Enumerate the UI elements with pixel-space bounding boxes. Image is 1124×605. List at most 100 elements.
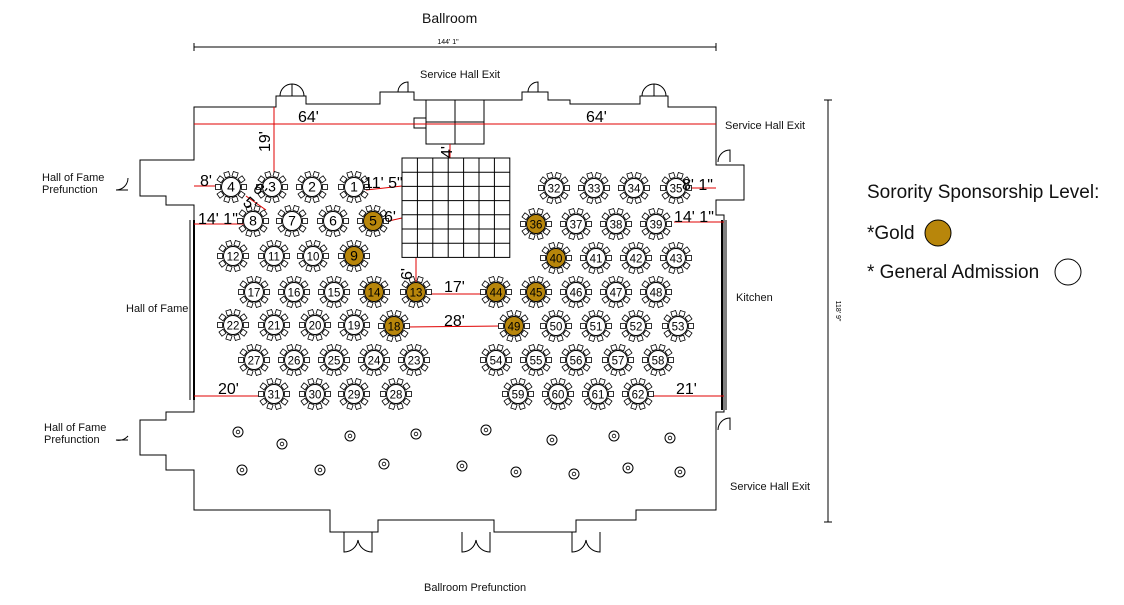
chair — [618, 368, 626, 377]
table-top — [223, 246, 243, 266]
chair — [258, 253, 264, 259]
chair — [602, 261, 611, 270]
chair — [366, 300, 374, 309]
table-32: 32 — [538, 171, 570, 205]
chair — [576, 300, 584, 309]
chair — [260, 280, 269, 289]
chair — [292, 229, 300, 238]
chair — [641, 212, 650, 221]
chair — [568, 343, 576, 352]
measure-top-right: 64' — [586, 109, 607, 126]
chair — [586, 196, 594, 205]
chair — [576, 368, 584, 377]
cocktail-table — [232, 426, 244, 438]
chair — [259, 382, 268, 391]
chair — [583, 397, 592, 406]
chair — [643, 363, 652, 372]
chair — [254, 275, 262, 284]
chair — [561, 295, 570, 304]
chair — [564, 397, 573, 406]
chair — [579, 191, 588, 200]
chair — [373, 204, 381, 213]
chair — [578, 185, 584, 191]
chair — [488, 275, 496, 284]
measure-left-8: 8' — [200, 173, 212, 190]
chair — [536, 368, 544, 377]
chair — [542, 280, 551, 289]
table-top — [284, 282, 304, 302]
table-top — [302, 177, 322, 197]
chair — [543, 382, 552, 391]
chair — [640, 176, 649, 185]
table-top — [364, 282, 384, 302]
chair — [298, 244, 307, 253]
chair — [588, 334, 596, 343]
chair — [307, 402, 315, 411]
table-top — [526, 282, 546, 302]
chair — [661, 191, 670, 200]
measure-dance-vertical: 4' — [439, 146, 456, 158]
chair — [319, 295, 328, 304]
chair — [608, 391, 614, 397]
hof-prefunction-top: Hall of Fame Prefunction — [42, 172, 105, 196]
chair — [243, 322, 249, 328]
chair — [582, 295, 591, 304]
chair — [294, 300, 302, 309]
chair — [360, 328, 369, 337]
chair — [277, 224, 286, 233]
chair — [600, 191, 609, 200]
chair — [338, 391, 344, 397]
chair — [266, 264, 274, 273]
table-51: 51 — [580, 309, 612, 343]
chair — [416, 300, 424, 309]
table-23: 23 — [398, 343, 430, 377]
chair — [292, 204, 300, 213]
table-4: 4 — [215, 170, 247, 204]
chair — [644, 397, 653, 406]
chair — [280, 259, 289, 268]
chair — [340, 280, 349, 289]
table-top — [544, 178, 564, 198]
table-50: 50 — [540, 309, 572, 343]
chair — [582, 212, 591, 221]
table-19: 19 — [338, 308, 370, 342]
chair — [237, 190, 246, 199]
chair — [521, 363, 530, 372]
chair — [216, 190, 225, 199]
chair — [360, 244, 369, 253]
chair — [339, 313, 348, 322]
chair — [560, 176, 569, 185]
table-18: 18 — [378, 309, 410, 343]
table-number: 34 — [628, 184, 641, 196]
chair — [218, 328, 227, 337]
chair — [541, 261, 550, 270]
side-dimension: 118' 9" — [834, 301, 841, 322]
chair — [616, 232, 624, 241]
table-number: 10 — [307, 252, 320, 264]
chair — [562, 261, 571, 270]
measure-top-left: 64' — [298, 109, 319, 126]
cocktail-table — [236, 464, 248, 476]
chair — [225, 333, 233, 342]
chair — [622, 280, 631, 289]
chair — [588, 309, 596, 318]
table-top — [584, 178, 604, 198]
chair — [568, 232, 576, 241]
chair — [266, 308, 274, 317]
chair — [284, 322, 290, 328]
table-top — [305, 315, 325, 335]
table-number: 45 — [530, 288, 543, 300]
chair — [326, 368, 334, 377]
chair — [257, 190, 266, 199]
chair — [561, 348, 570, 357]
chair — [562, 246, 571, 255]
table-35: 35 — [660, 171, 692, 205]
chair — [374, 343, 382, 352]
chair — [619, 191, 628, 200]
chair — [298, 224, 307, 233]
chair — [560, 357, 566, 363]
chair — [600, 221, 606, 227]
table-37: 37 — [560, 207, 592, 241]
chair — [648, 207, 656, 216]
chair — [414, 343, 422, 352]
